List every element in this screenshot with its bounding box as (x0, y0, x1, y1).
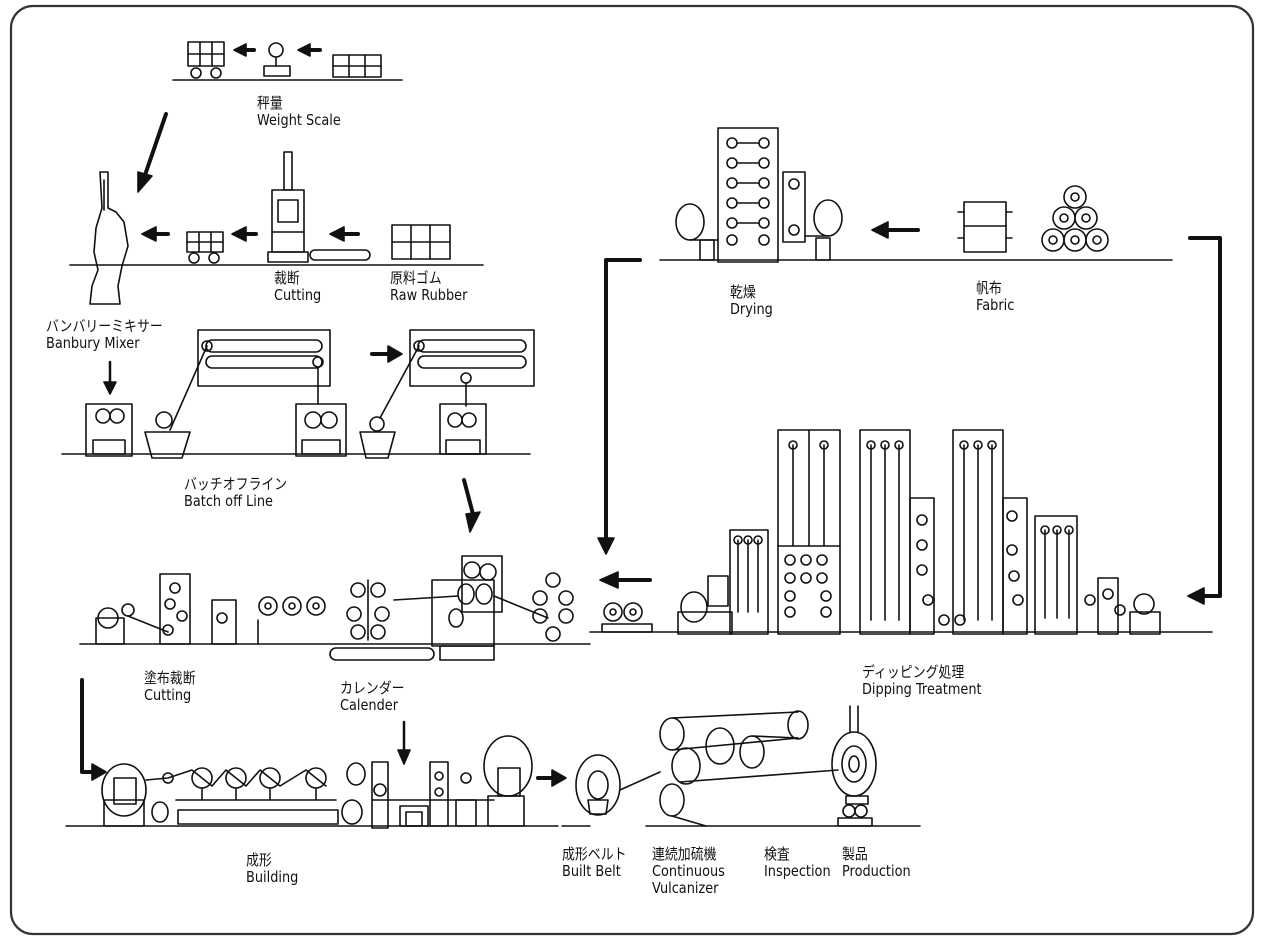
label-raw-rubber: 原料ゴム Raw Rubber (390, 270, 467, 304)
label-en: Dipping Treatment (862, 681, 982, 698)
cutting-station (70, 152, 483, 265)
label-drying: 乾燥 Drying (730, 284, 773, 318)
label-ja: 検査 (764, 846, 831, 863)
label-en: Building (246, 869, 298, 886)
label-en: Batch off Line (184, 493, 287, 510)
arrow-left-icon (872, 222, 888, 238)
label-dipping-treatment: ディッピング処理 Dipping Treatment (862, 664, 982, 698)
label-ja: 成形 (246, 852, 298, 869)
label-ja: カレンダー (340, 680, 405, 697)
label-en: Cutting (274, 287, 321, 304)
banbury-mixer (90, 172, 128, 304)
arrow-down-icon (466, 512, 480, 532)
label-built-belt: 成形ベルト Built Belt (562, 846, 627, 880)
arrow-down-icon (138, 172, 152, 192)
flow-arrows (82, 44, 1220, 786)
label-en: Calender (340, 697, 405, 714)
label-production: 製品 Production (842, 846, 911, 880)
arrow-down-icon (398, 750, 410, 764)
building-line (66, 736, 558, 828)
arrow-right-icon (388, 346, 402, 362)
label-ja: ディッピング処理 (862, 664, 982, 681)
label-calender: カレンダー Calender (340, 680, 405, 714)
label-ja: 成形ベルト (562, 846, 627, 863)
label-en: Fabric (976, 297, 1014, 314)
label-ja: 製品 (842, 846, 911, 863)
label-ja: 裁断 (274, 270, 321, 287)
label-en: Banbury Mixer (46, 335, 163, 352)
label-ja: バッチオフライン (184, 476, 287, 493)
vulcanizing-line (562, 706, 920, 826)
arrow-right-icon (552, 770, 566, 786)
arrow-left-icon (600, 572, 618, 588)
arrow-left-icon (142, 227, 156, 241)
label-ja: 秤量 (257, 95, 341, 112)
label-batch-off-line: バッチオフライン Batch off Line (184, 476, 287, 510)
label-en: Built Belt (562, 863, 627, 880)
label-ja: 帆布 (976, 280, 1014, 297)
label-inspection: 検査 Inspection (764, 846, 831, 880)
label-cutting-raw: 裁断 Cutting (274, 270, 321, 304)
calender-line (80, 556, 590, 660)
label-en: Weight Scale (257, 112, 341, 129)
label-ja: 乾燥 (730, 284, 773, 301)
fabric-drying-line (660, 128, 1172, 262)
dipping-treatment-line (590, 430, 1212, 634)
dryer-rollers (727, 138, 799, 245)
arrow-down-icon (104, 382, 116, 394)
label-weight-scale: 秤量 Weight Scale (257, 95, 341, 129)
label-banbury-mixer: バンバリーミキサー Banbury Mixer (46, 318, 163, 352)
label-en-line2: Vulcanizer (652, 880, 725, 897)
label-en: Cutting (144, 687, 196, 704)
weight-scale-station (173, 42, 402, 80)
label-ja: 連続加硫機 (652, 846, 725, 863)
label-fabric: 帆布 Fabric (976, 280, 1014, 314)
label-en: Continuous (652, 863, 725, 880)
label-en: Inspection (764, 863, 831, 880)
label-building: 成形 Building (246, 852, 298, 886)
label-continuous-vulcanizer: 連続加硫機 Continuous Vulcanizer (652, 846, 725, 897)
label-ja: 塗布裁断 (144, 670, 196, 687)
arrow-left-icon (232, 227, 246, 241)
arrow-left-icon (1188, 588, 1204, 604)
arrow-left-icon (330, 227, 344, 241)
label-en: Production (842, 863, 911, 880)
arrow-down-icon (598, 538, 614, 554)
label-ja: バンバリーミキサー (46, 318, 163, 335)
label-ja: 原料ゴム (390, 270, 467, 287)
label-coating-cutting: 塗布裁断 Cutting (144, 670, 196, 704)
label-en: Raw Rubber (390, 287, 467, 304)
label-en: Drying (730, 301, 773, 318)
fabric-rolls (1042, 186, 1108, 251)
diagram-frame (11, 6, 1253, 934)
